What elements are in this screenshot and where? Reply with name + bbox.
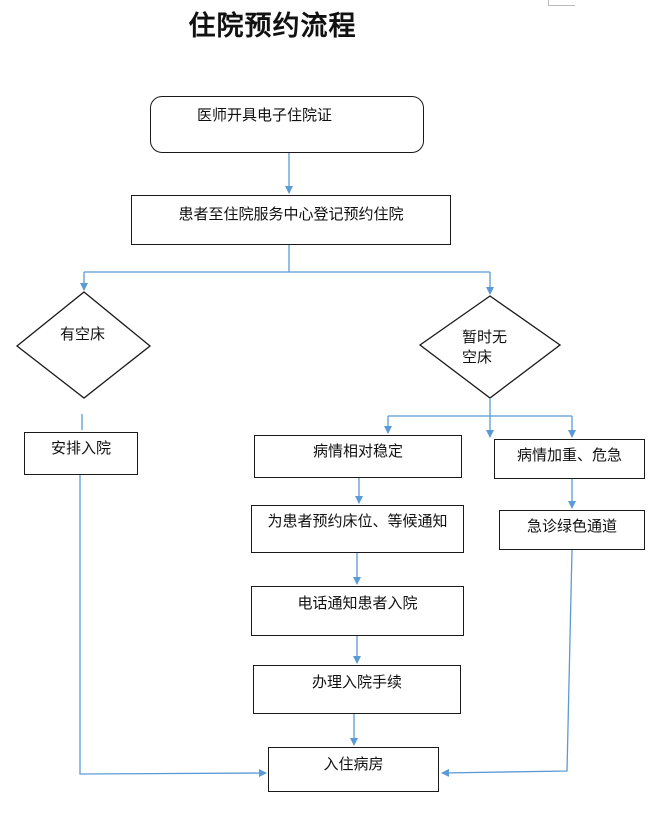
step-register: 患者至住院服务中心登记预约住院 [131,195,451,245]
has-bed-label: 有空床 [60,325,106,343]
page-title: 住院预约流程 [188,11,357,42]
step-serious-label: 病情加重、危急 [516,446,622,464]
step-emergency-label: 急诊绿色通道 [526,517,617,535]
step-phone-label: 电话通知患者入院 [297,594,418,612]
no-bed-label-line1: 暂时无 [462,328,508,346]
corner-mark [548,0,575,6]
step-phone-notify: 电话通知患者入院 [251,586,464,636]
has-bed-decision [15,291,152,399]
step-admission-procedures: 办理入院手续 [253,665,461,714]
connector-arrange-admit [79,475,267,778]
step-emergency-channel: 急诊绿色通道 [499,510,645,550]
step-issue-label: 医师开具电子住院证 [197,106,333,124]
step-admit-ward: 入住病房 [268,747,439,792]
connector-emergency-admit [441,549,573,777]
step-issue-certificate: 医师开具电子住院证 [150,96,424,153]
no-bed-label-line2: 空床 [462,348,493,366]
step-condition-serious: 病情加重、危急 [494,439,645,479]
step-arrange-label: 安排入院 [50,439,111,457]
step-register-label: 患者至住院服务中心登记预约住院 [178,205,404,223]
step-stable-label: 病情相对稳定 [312,442,403,460]
step-condition-stable: 病情相对稳定 [254,435,462,478]
step-reserve-label: 为患者预约床位、等候通知 [267,512,448,530]
step-procedures-label: 办理入院手续 [311,673,402,691]
step-reserve-bed: 为患者预约床位、等候通知 [251,505,464,553]
step-admit-label: 入住病房 [323,755,384,773]
step-arrange-admission: 安排入院 [24,432,138,475]
